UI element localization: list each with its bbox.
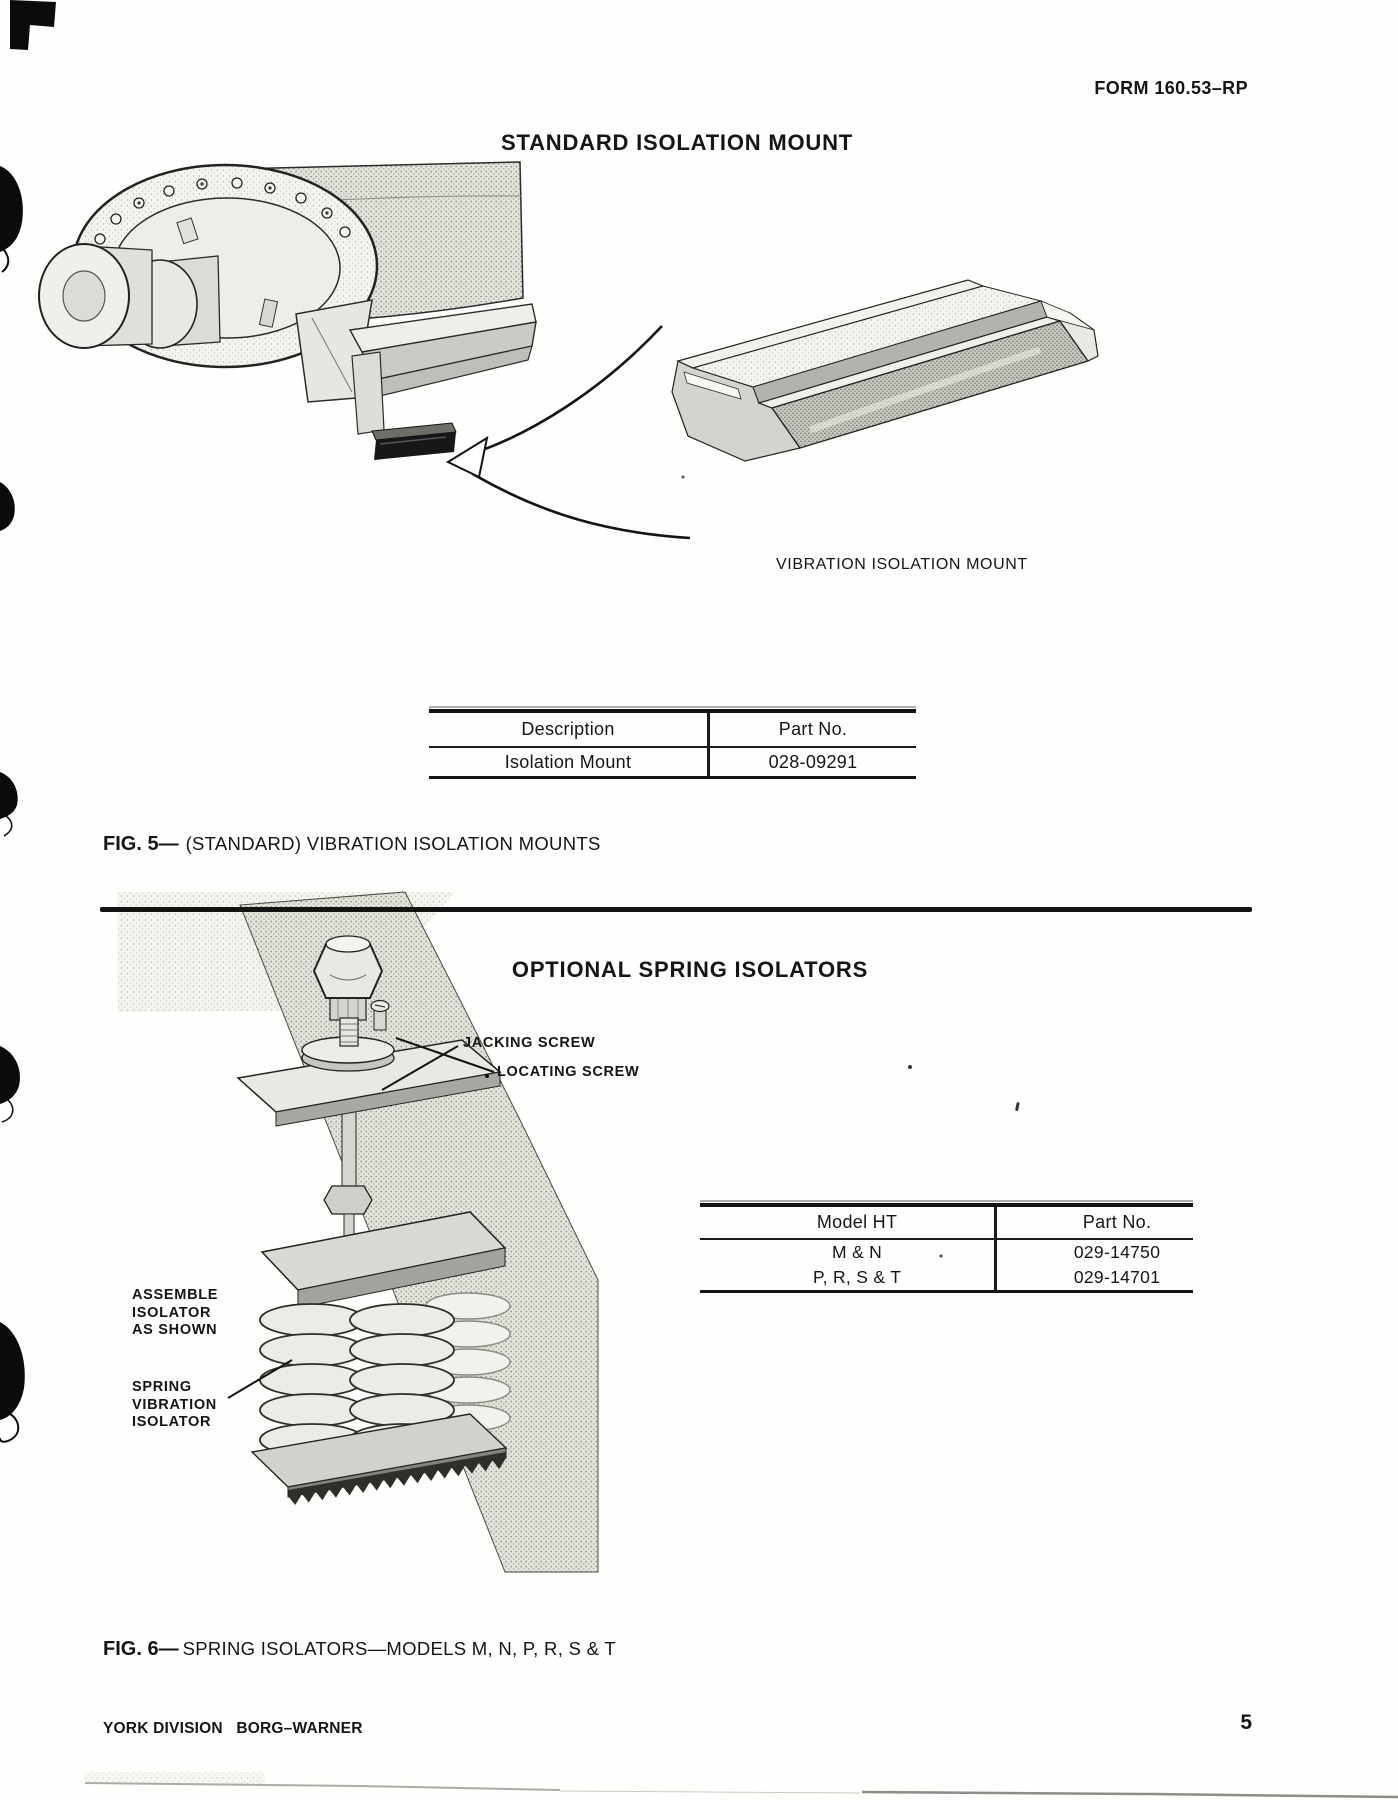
label-assemble-isolator: ASSEMBLE ISOLATOR AS SHOWN	[132, 1287, 218, 1340]
table-header-rule	[700, 1238, 1193, 1240]
table-bottom-rule	[429, 776, 916, 779]
table-top-gray-rule	[429, 706, 916, 708]
table-top-rule	[429, 709, 916, 713]
machinery-illustration	[38, 161, 537, 460]
form-number: FORM 160.53–RP	[1094, 78, 1248, 98]
isolation-mount-under-base	[371, 422, 457, 460]
cell-model: P, R, S & T	[700, 1265, 998, 1290]
page-number: 5	[1240, 1711, 1252, 1734]
table-bottom-rule	[700, 1290, 1193, 1293]
table-row: M & N 029-14750	[700, 1240, 1193, 1265]
callout-vibration-isolation-mount: VIBRATION ISOLATION MOUNT	[776, 556, 1028, 573]
table-header-rule	[429, 746, 916, 748]
label-line: AS SHOWN	[132, 1322, 218, 1338]
cell-part-no: 029-14701	[1073, 1267, 1161, 1287]
label-line: ISOLATOR	[132, 1304, 212, 1321]
figure6-number: FIG. 6—	[103, 1638, 179, 1660]
cell-model: M & N	[700, 1240, 998, 1265]
cell-description: Isolation Mount	[429, 748, 710, 776]
table-row: P, R, S & T 029-14701	[700, 1265, 1193, 1290]
table-top-gray-rule	[700, 1200, 1193, 1202]
label-line: ASSEMBLE	[132, 1287, 219, 1303]
page-edge-artifacts	[84, 1772, 1398, 1799]
spring-isolator-illustration	[118, 891, 599, 1573]
section-title-standard: STANDARD ISOLATION MOUNT	[500, 130, 854, 155]
label-line: SPRING	[132, 1379, 192, 1395]
table-header-part-no: Part No.	[778, 719, 848, 739]
leader-lines	[227, 1037, 495, 1399]
table-header-part-no: Part No.	[1082, 1212, 1152, 1232]
table-header-model: Model HT	[700, 1207, 998, 1238]
channel-mount-illustration	[671, 279, 1099, 462]
section-title-optional: OPTIONAL SPRING ISOLATORS	[511, 957, 869, 982]
label-locating-screw: LOCATING SCREW	[497, 1064, 640, 1080]
flange-bolts	[86, 177, 351, 329]
figure5-number: FIG. 5—	[103, 833, 179, 855]
table-header-description: Description	[429, 713, 710, 746]
scan-artifacts	[0, 0, 56, 1443]
label-spring-vibration-isolator: SPRING VIBRATION ISOLATOR	[132, 1379, 217, 1432]
label-line: ISOLATOR	[132, 1414, 212, 1430]
parts-table-standard: Description Part No. Isolation Mount 028…	[429, 706, 916, 779]
label-jacking-screw: JACKING SCREW	[463, 1035, 596, 1051]
label-line: VIBRATION	[132, 1396, 217, 1413]
cell-part-no: 028-09291	[768, 751, 858, 772]
footer-company: YORK DIVISION BORG–WARNER	[103, 1720, 363, 1737]
figure6-caption-text: SPRING ISOLATORS—MODELS M, N, P, R, S & …	[182, 1638, 617, 1659]
figure5-caption: FIG. 5— (STANDARD) VIBRATION ISOLATION MO…	[103, 833, 601, 856]
table-row: Isolation Mount 028-09291	[429, 748, 916, 776]
table-top-rule	[700, 1203, 1193, 1207]
section-divider-rule	[100, 907, 1252, 912]
scan-specks	[485, 475, 1020, 1258]
cell-part-no: 029-14750	[1073, 1242, 1161, 1262]
parts-table-optional: Model HT Part No. M & N 029-14750 P, R, …	[700, 1200, 1193, 1293]
callout-arrow	[445, 325, 691, 540]
figure5-caption-text: (STANDARD) VIBRATION ISOLATION MOUNTS	[185, 833, 601, 854]
figure6-caption: FIG. 6—SPRING ISOLATORS—MODELS M, N, P, …	[103, 1638, 616, 1661]
